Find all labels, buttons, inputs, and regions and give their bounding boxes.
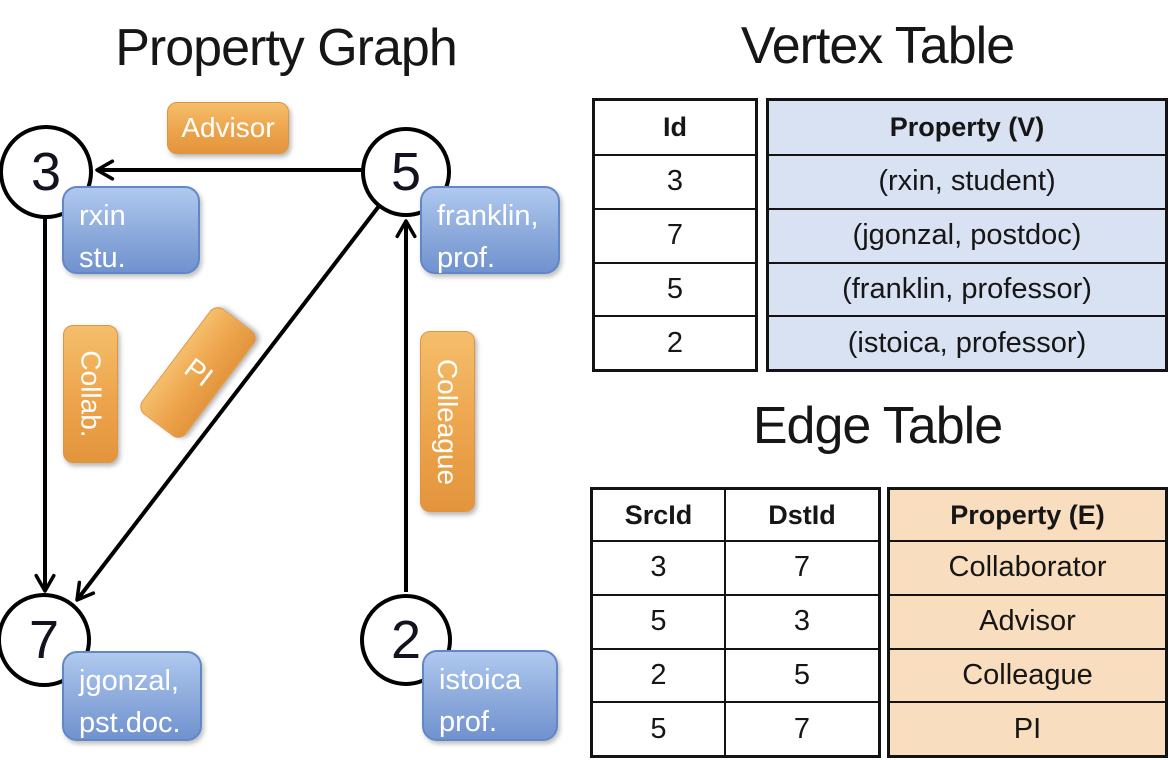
edge-table-id-columns: SrcId DstId 3 7 5 3 2 5 5 7 [590,487,881,758]
edge-table-cell: 3 [724,595,878,648]
vertex-table-cell: (istoica, professor) [769,315,1165,369]
vertex-card-line: franklin, [437,200,539,232]
graph-node-3: 3 [0,125,93,219]
edge-table-title: Edge Table [752,397,1003,455]
edge-label-text: Collab. [75,350,107,438]
edge-table-row: 2 5 [593,647,878,702]
vertex-card-franklin: franklin, prof. [420,186,560,274]
vertex-card-line: stu. [79,242,126,275]
vertex-table-cell: 2 [595,315,755,369]
edge-table-row: 5 3 [593,593,878,648]
edge-label-collab: Collab. [63,325,118,463]
edge-label-colleague: Colleague [420,331,475,512]
node-id-label: 2 [390,610,422,670]
edge-table-cell: Collaborator [890,540,1165,594]
edge-table-header-src: SrcId [624,499,693,530]
vertex-table-id-column: Id 3 7 5 2 [592,98,758,372]
vertex-card-line: jgonzal, [79,665,179,697]
edge-table-header-row: SrcId DstId [593,490,878,540]
edge-label-advisor: Advisor [167,102,289,154]
edge-label-text: Advisor [181,112,275,143]
vertex-card-line: istoica [439,664,522,696]
edge-table-header-property: Property (E) [950,499,1105,530]
edge-table-property-column: Property (E) Collaborator Advisor Collea… [887,487,1168,758]
graph-node-5: 5 [361,127,451,217]
edge-line-pi-5-to-7 [75,204,381,602]
edge-table-cell: Colleague [890,647,1165,702]
edge-table-header-dst: DstId [724,490,878,540]
edge-table-cell: 5 [724,649,878,702]
node-id-label: 7 [28,610,60,670]
edge-table-cell: 5 [650,712,667,745]
vertex-card-rxin: rxin stu. [62,186,200,274]
node-id-label: 3 [30,142,62,202]
edge-table-cell: 2 [650,658,667,691]
vertex-table-title: Vertex Table [740,17,1015,75]
edge-table-cell: 7 [724,703,878,755]
vertex-card-line: rxin [79,200,126,232]
vertex-table-cell: 5 [595,261,755,316]
vertex-card-line: pst.doc. [79,707,181,740]
vertex-table-cell: (jgonzal, postdoc) [769,207,1165,262]
edge-table-cell: 5 [650,605,667,638]
vertex-table-property-column: Property (V) (rxin, student) (jgonzal, p… [766,98,1168,372]
vertex-table-cell: 7 [595,207,755,262]
vertex-table-header-property: Property (V) [889,112,1045,142]
edge-table-cell: PI [890,701,1165,755]
node-id-label: 5 [390,142,422,202]
edge-table-row: 5 7 [593,701,878,755]
edge-table-cell: 3 [650,551,667,584]
vertex-table-cell: (rxin, student) [769,154,1165,208]
vertex-card-jgonzal: jgonzal, pst.doc. [62,651,202,741]
edge-table-cell: Advisor [890,593,1165,648]
vertex-table-cell: (franklin, professor) [769,261,1165,316]
vertex-table-header-id: Id [663,112,687,142]
property-graph-title: Property Graph [115,19,458,77]
edge-table-row: 3 7 [593,540,878,594]
edge-label-text: PI [178,351,219,393]
vertex-card-line: prof. [439,706,498,739]
edge-label-text: Colleague [432,358,464,485]
vertex-card-istoica: istoica prof. [422,650,558,741]
edge-table-cell: 7 [724,542,878,594]
vertex-table-cell: 3 [595,154,755,208]
vertex-card-line: prof. [437,242,496,275]
